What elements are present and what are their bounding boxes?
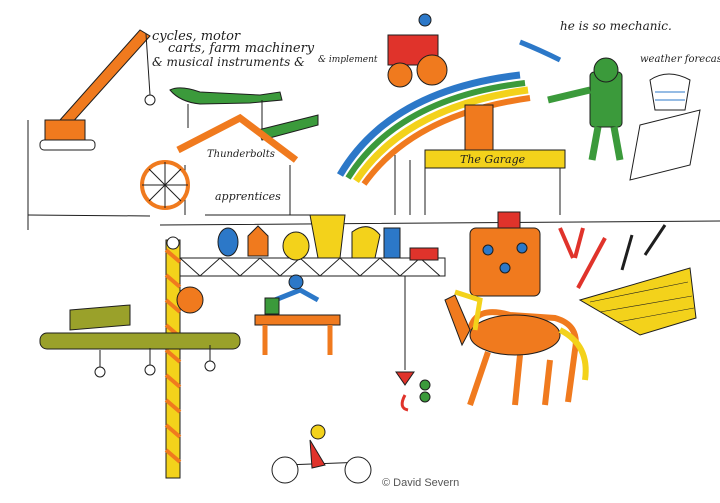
garage-sign: The Garage (460, 153, 526, 166)
kite-drawing (578, 267, 697, 336)
horse-drawing (444, 289, 589, 406)
caption-line-2: carts, farm machinery (168, 41, 315, 56)
garage-drawing: The Garage (394, 104, 566, 215)
ground-line (27, 214, 720, 226)
robot-drawing (547, 57, 624, 161)
workbench-drawing (254, 274, 341, 355)
caption-text: cycles, motor carts, farm machinery & im… (152, 19, 720, 69)
shed-sign: Thunderbolts (207, 149, 275, 160)
olive-machine-drawing (39, 286, 241, 378)
shed-drawing: Thunderbolts (140, 113, 299, 215)
little-car-drawing (271, 424, 372, 484)
gantry-drawing (179, 257, 446, 412)
caption-line-4: & musical instruments & (152, 55, 305, 69)
wagon-drawing (469, 211, 541, 297)
beam-figures-drawing (217, 214, 439, 261)
striped-pole-drawing (164, 236, 182, 479)
green-machine-drawing (169, 87, 319, 141)
weather-machine-drawing (629, 73, 701, 181)
tools-drawing (558, 224, 667, 289)
caption-line-3: & implement (318, 55, 378, 65)
crane-drawing (39, 29, 156, 151)
apprentices-text: apprentices (215, 190, 281, 203)
caption-line-1: cycles, motor (152, 29, 241, 44)
credit-text: © David Severn (382, 477, 460, 489)
mechanic-text: he is so mechanic. (560, 19, 672, 33)
tractor-drawing (387, 13, 448, 88)
rainbow-drawing (336, 39, 562, 186)
weather-forecast-text: weather forecast (640, 54, 720, 65)
